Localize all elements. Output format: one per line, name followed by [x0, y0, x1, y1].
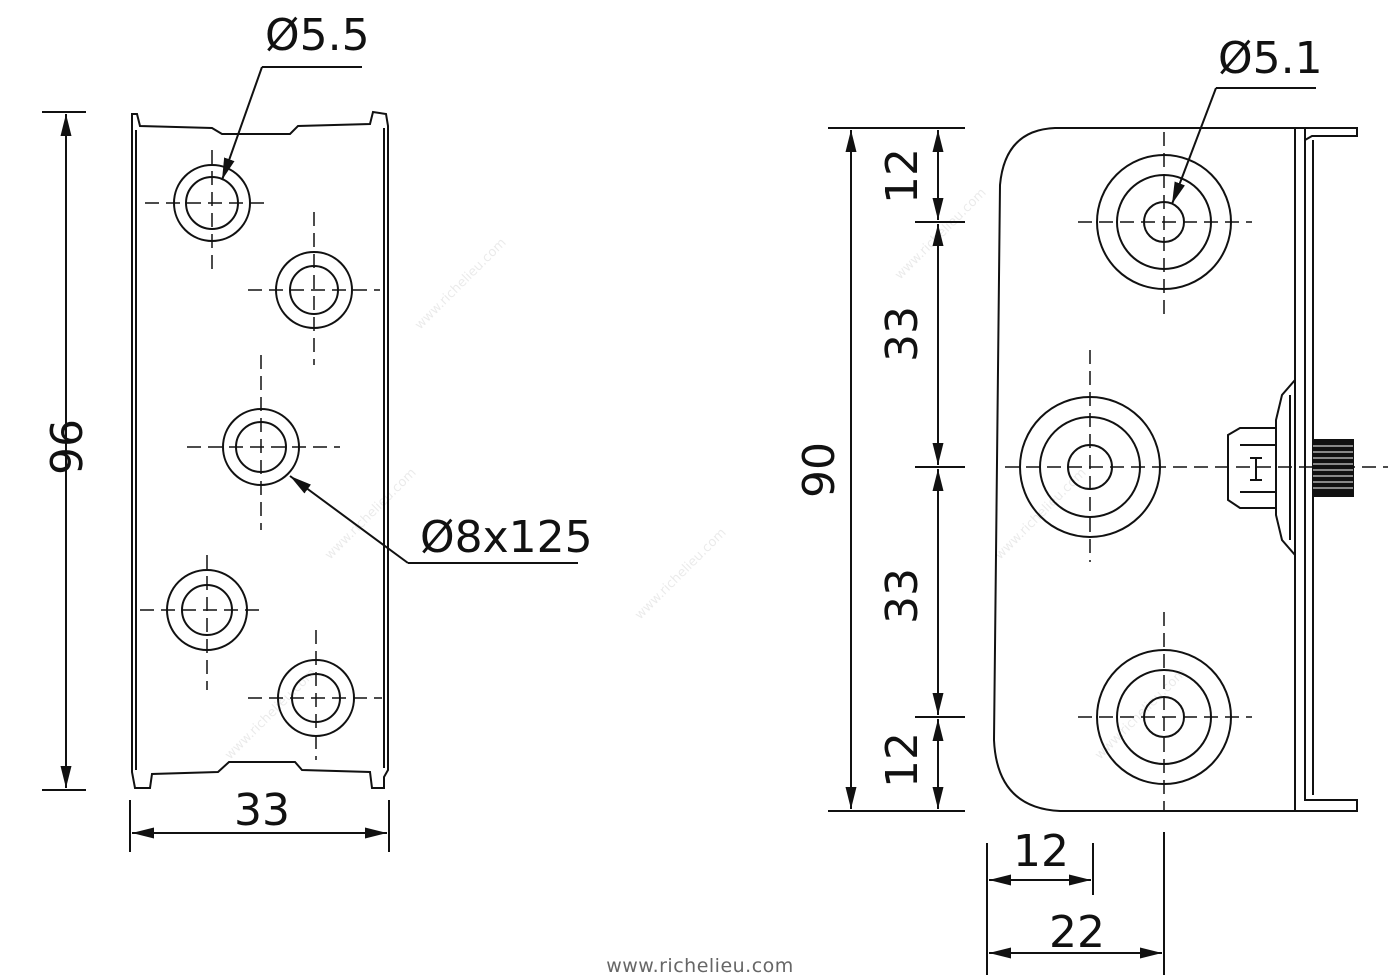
- right-hole-bottom: [1078, 612, 1252, 811]
- dim-label-12-top: 12: [877, 148, 928, 204]
- left-large-hole-leader: [289, 475, 578, 564]
- footer-website: www.richelieu.com: [606, 955, 794, 977]
- right-body-outline: [992, 127, 1295, 812]
- dim-label-96: 96: [39, 419, 90, 475]
- right-holes: [1005, 132, 1388, 811]
- dim-label-12-offset: 12: [1013, 826, 1069, 877]
- watermark-text: www.richelieu.com: [1092, 666, 1189, 763]
- right-hole-middle: [1005, 350, 1388, 562]
- right-view-labels: 90 12 33 33 12 Ø5.1 12 22: [794, 33, 1323, 958]
- dim-label-33-upper: 33: [877, 306, 928, 362]
- left-hole-3: [187, 355, 340, 530]
- left-plate-outline: [131, 110, 389, 789]
- right-hole-leader: [1171, 87, 1316, 205]
- dim-label-33-lower: 33: [877, 568, 928, 624]
- watermark: www.richelieu.com www.richelieu.com www.…: [222, 186, 1189, 763]
- left-hole-4: [140, 555, 265, 690]
- left-hole-2: [248, 212, 380, 365]
- watermark-text: www.richelieu.com: [632, 526, 729, 623]
- label-small-hole-diameter: Ø5.5: [265, 10, 370, 61]
- left-small-hole-leader: [221, 66, 362, 181]
- label-right-hole-diameter: Ø5.1: [1218, 33, 1323, 84]
- right-hole-top: [1078, 132, 1252, 320]
- right-view: [828, 87, 1388, 975]
- dim-label-12-bottom: 12: [877, 732, 928, 788]
- watermark-text: www.richelieu.com: [322, 466, 419, 563]
- threaded-stud: [1227, 427, 1354, 509]
- watermark-text: www.richelieu.com: [412, 236, 509, 333]
- dim-label-33-width: 33: [234, 785, 290, 836]
- right-side-flange: [1295, 127, 1358, 812]
- right-vertical-dimensions: [828, 127, 965, 812]
- left-hole-5: [248, 630, 382, 760]
- watermark-text: www.richelieu.com: [222, 666, 319, 763]
- label-large-hole-spec: Ø8x125: [420, 512, 593, 563]
- dim-label-90: 90: [794, 442, 845, 498]
- left-height-dimension: [42, 111, 86, 791]
- left-view: [42, 66, 578, 852]
- left-hole-1: [145, 150, 270, 272]
- right-bottom-dimensions: [986, 832, 1165, 975]
- left-view-labels: 96 33 Ø5.5 Ø8x125: [39, 10, 593, 836]
- dim-label-22-width: 22: [1049, 907, 1105, 958]
- left-holes: [140, 150, 382, 760]
- left-width-dimension: [129, 800, 390, 852]
